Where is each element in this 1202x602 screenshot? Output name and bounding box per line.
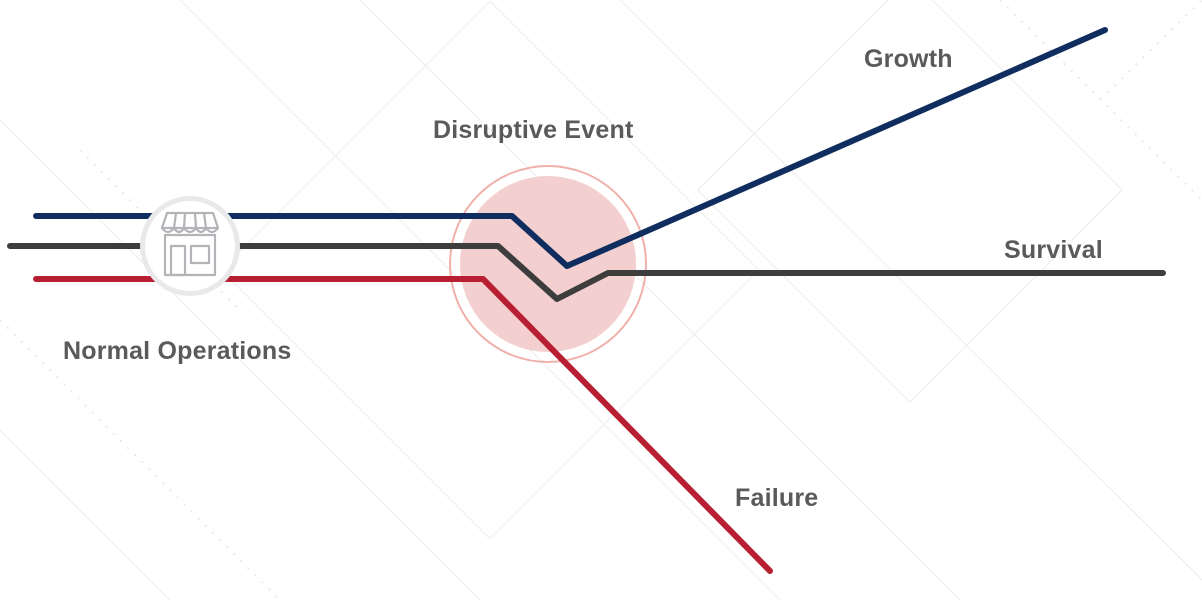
normal-operations-label: Normal Operations bbox=[63, 337, 292, 365]
growth-line bbox=[33, 27, 1108, 269]
disruptive-event-ring bbox=[449, 165, 647, 363]
storefront-icon bbox=[140, 196, 240, 296]
failure-line bbox=[33, 276, 773, 574]
failure-label: Failure bbox=[735, 484, 819, 512]
survival-label: Survival bbox=[1004, 236, 1103, 264]
disruptive-event-circle bbox=[460, 176, 636, 352]
disruptive-event-label: Disruptive Event bbox=[433, 116, 634, 144]
survival-line bbox=[7, 243, 1166, 302]
growth-label: Growth bbox=[864, 45, 953, 73]
